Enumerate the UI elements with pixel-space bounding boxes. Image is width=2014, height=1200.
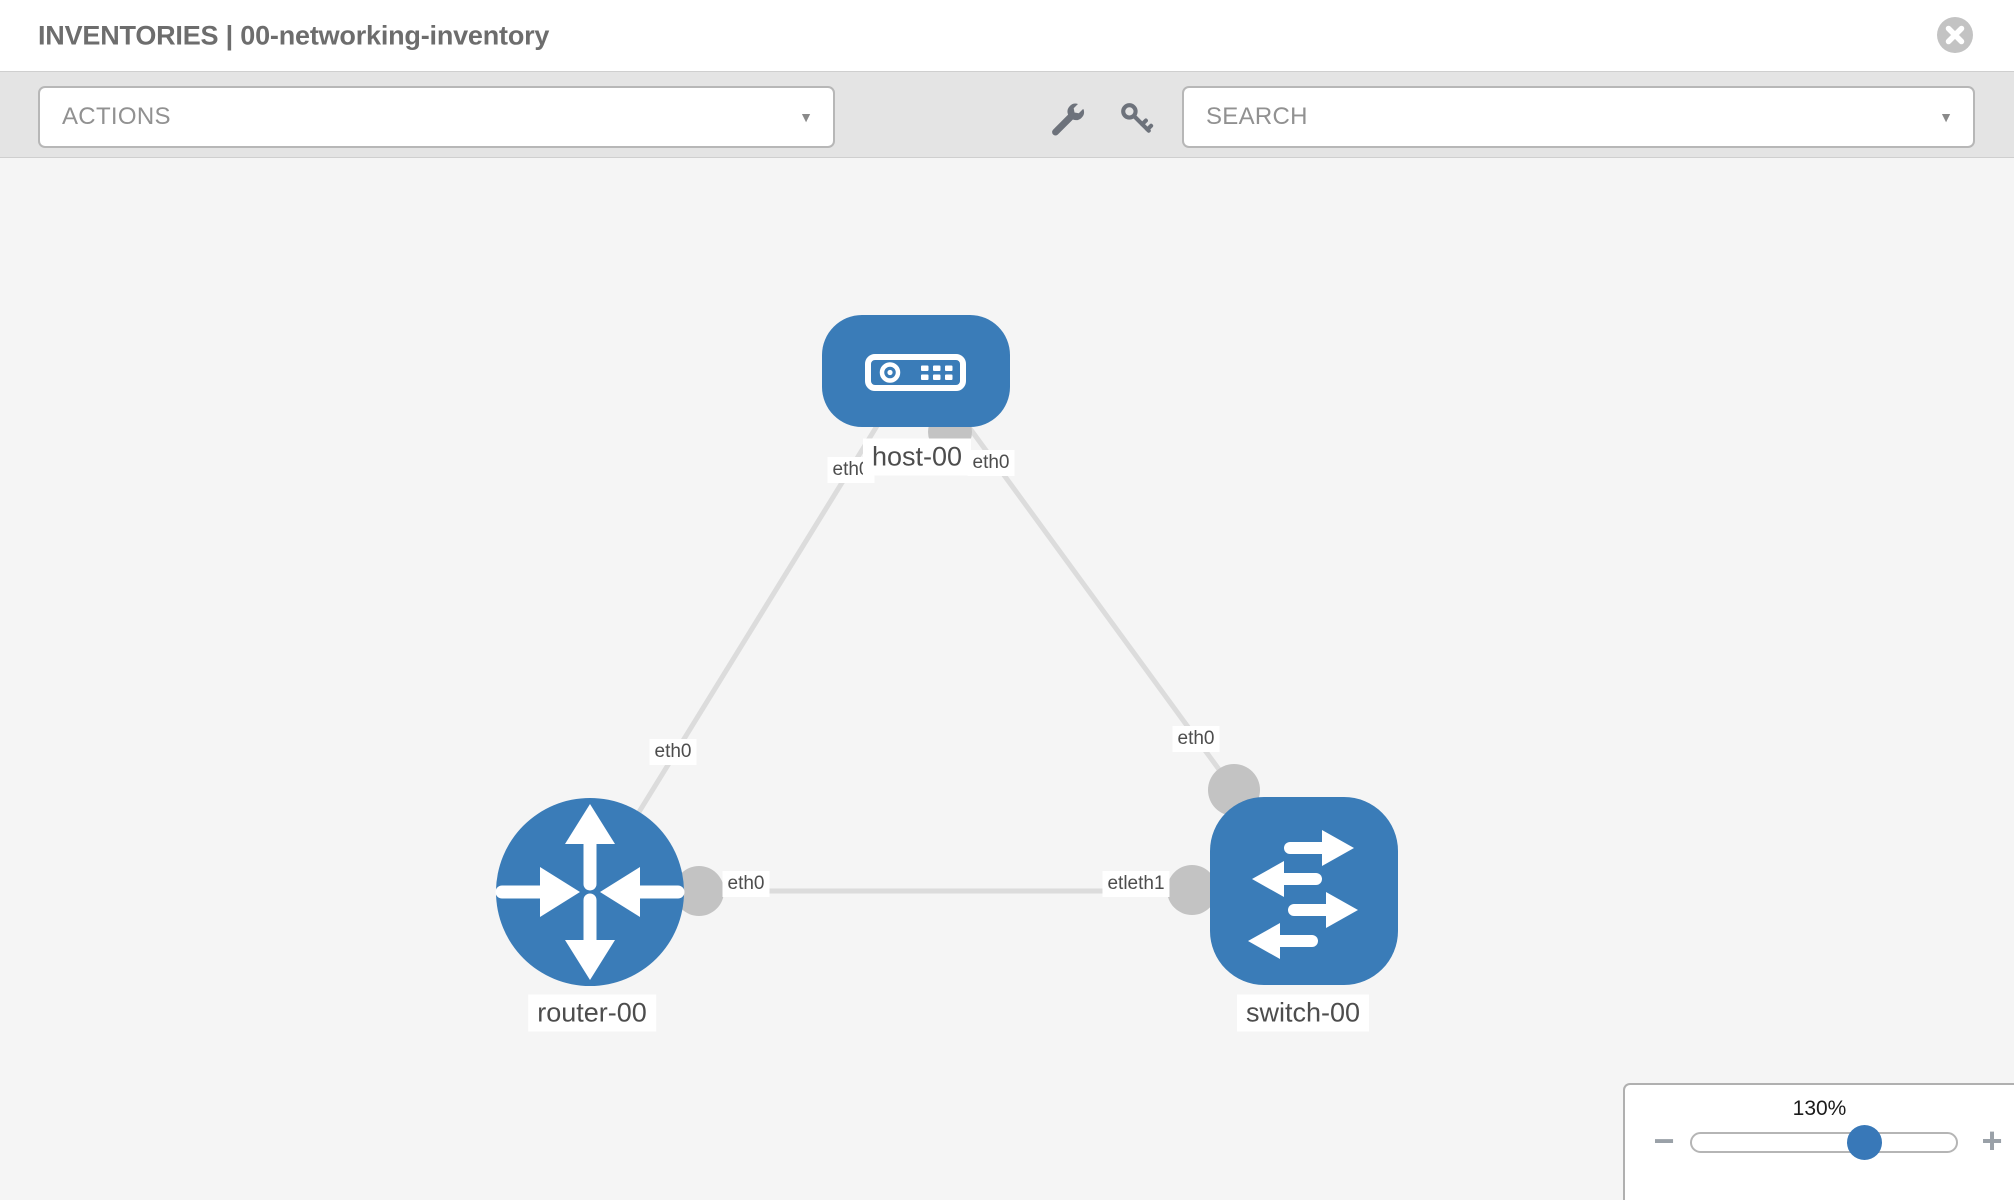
- actions-dropdown[interactable]: ACTIONS ▼: [38, 86, 835, 148]
- interface-label-router-switch-switchside: etleth1: [1102, 871, 1170, 897]
- actions-dropdown-label: ACTIONS: [62, 103, 171, 130]
- page-title: INVENTORIES | 00-networking-inventory: [38, 20, 550, 50]
- chevron-down-icon: ▼: [799, 109, 813, 125]
- wrench-icon[interactable]: [1049, 100, 1087, 138]
- zoom-slider-handle[interactable]: [1847, 1125, 1882, 1160]
- node-label-switch: switch-00: [1236, 994, 1370, 1032]
- close-icon[interactable]: [1936, 16, 1974, 54]
- host-icon: [865, 354, 966, 391]
- router-icon: [495, 804, 685, 980]
- interface-label-host-switch-hostside: eth0: [967, 450, 1015, 476]
- search-dropdown[interactable]: SEARCH ▼: [1182, 86, 1975, 148]
- zoom-control-panel: 130% − +: [1623, 1083, 2014, 1200]
- interface-label-host-switch-switchside: eth0: [1172, 726, 1220, 752]
- node-label-router: router-00: [528, 994, 656, 1032]
- node-switch[interactable]: [1210, 797, 1398, 985]
- search-placeholder: SEARCH: [1206, 103, 1308, 130]
- zoom-out-button[interactable]: −: [1653, 1120, 1675, 1161]
- interface-dot-router: [674, 866, 724, 916]
- zoom-in-button[interactable]: +: [1981, 1120, 2003, 1161]
- node-router[interactable]: [495, 798, 685, 986]
- interface-label-host-router-routerside: eth0: [649, 739, 697, 765]
- switch-icon: [1248, 830, 1358, 959]
- chevron-down-icon: ▼: [1939, 109, 1953, 125]
- node-host[interactable]: [822, 315, 1010, 427]
- topology-graph: [495, 315, 1398, 986]
- toolbar: ACTIONS ▼ SEARCH ▼: [0, 71, 2014, 158]
- zoom-slider-track[interactable]: [1690, 1125, 1958, 1160]
- header: INVENTORIES | 00-networking-inventory: [0, 0, 2014, 71]
- interface-label-router-switch-routerside: eth0: [722, 871, 770, 897]
- node-label-host: host-00: [862, 438, 972, 476]
- zoom-level: 130%: [1792, 1097, 1847, 1120]
- key-icon[interactable]: [1118, 100, 1156, 138]
- interface-dot-switch-left: [1167, 865, 1217, 915]
- topology-canvas[interactable]: eth0 host-00 eth0 eth0 eth0 eth0 etleth1…: [0, 158, 2014, 1200]
